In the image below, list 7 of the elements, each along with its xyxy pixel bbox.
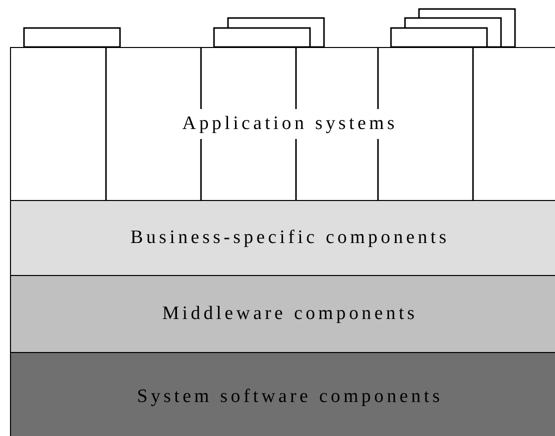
layer-label: Middleware components [162, 303, 418, 325]
business-layer [10, 200, 555, 276]
application-layer [10, 47, 555, 201]
system-software-layer [10, 352, 555, 436]
middleware-layer [10, 275, 555, 353]
layer-label: System software components [137, 386, 443, 408]
layer-label: Business-specific components [130, 227, 450, 249]
